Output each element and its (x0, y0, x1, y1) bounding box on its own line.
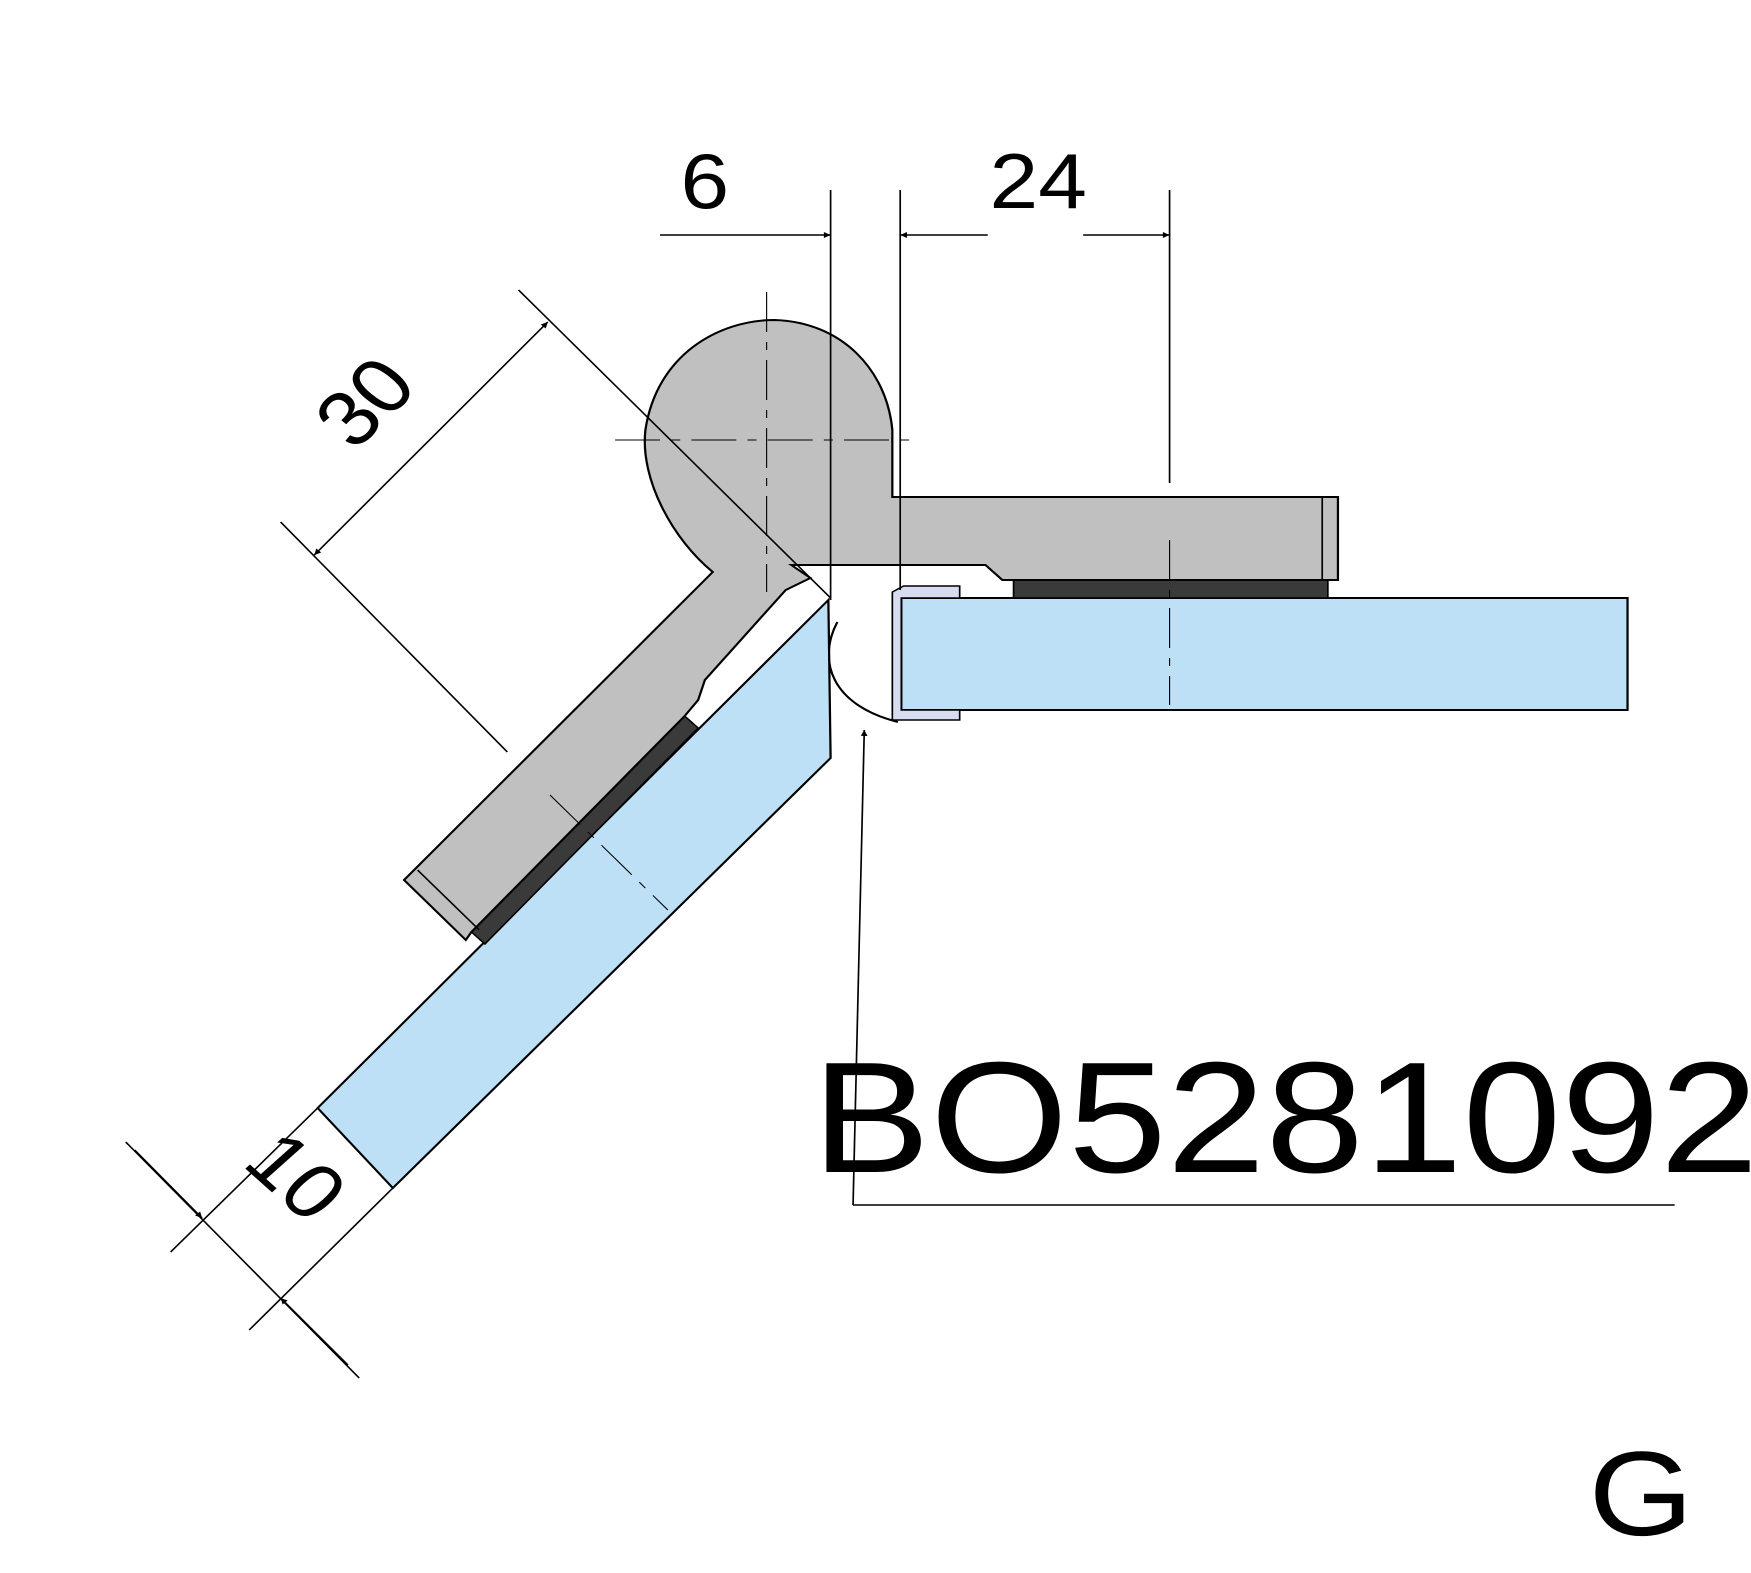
right-gasket (1012, 579, 1329, 599)
part-number: BO5281092 (812, 1029, 1751, 1206)
centre-lines (549, 292, 1171, 911)
dimension-gap: 6 (681, 137, 730, 224)
hinge-body (402, 318, 1340, 942)
dimension-lines (125, 190, 1675, 1379)
dimension-arm-length: 30 (296, 341, 434, 464)
right-glass-panel (900, 597, 1629, 711)
dimension-offset: 24 (990, 137, 1087, 224)
seal-profile (891, 585, 961, 721)
left-glass-panel (316, 597, 832, 1190)
variant-letter: G (1589, 1428, 1694, 1562)
seal-lip (827, 621, 899, 723)
